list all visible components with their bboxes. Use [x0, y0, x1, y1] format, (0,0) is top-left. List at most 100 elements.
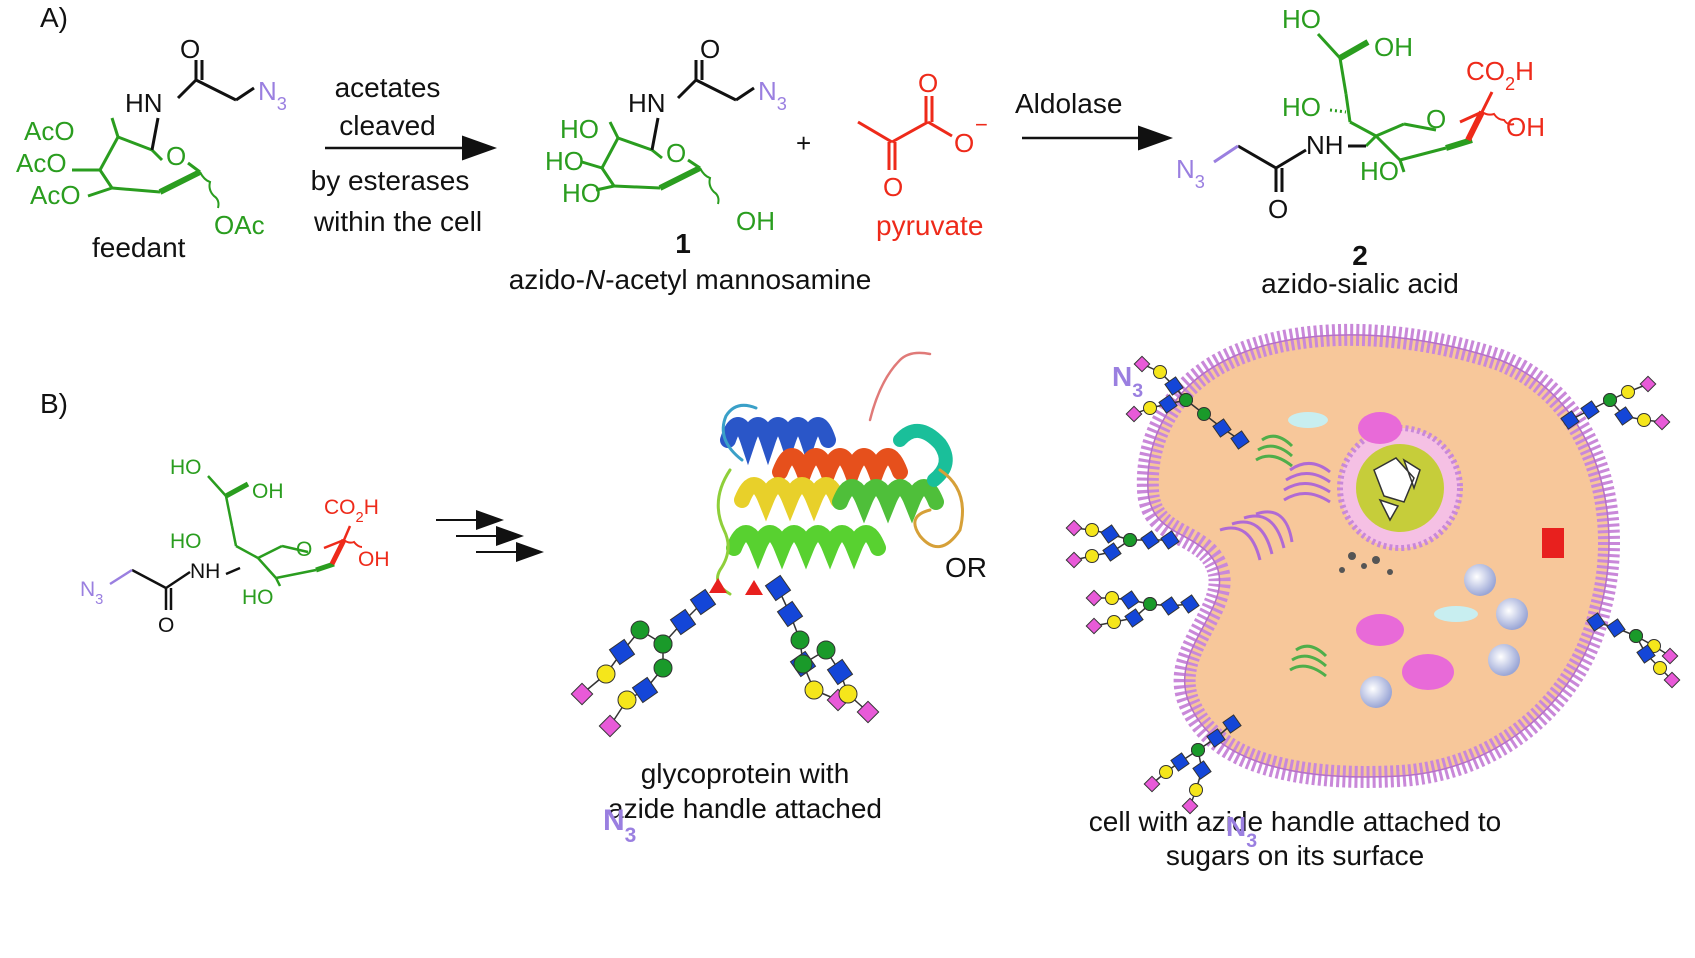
compound1-name-suffix: -acetyl mannosamine: [605, 264, 872, 295]
feedant-carbonyl-o: O: [180, 34, 200, 64]
compound1-hn: HN: [628, 88, 666, 118]
sia-glycan-unit: [1639, 375, 1657, 393]
glcnac-glycan-unit: [826, 658, 854, 686]
glcnac-glycan-unit: [1614, 406, 1634, 426]
compound1-structure: [581, 121, 720, 205]
glcnac-glycan-unit: [776, 600, 804, 628]
glcnac-glycan-unit: [1636, 644, 1656, 664]
glcnac-glycan-unit: [764, 574, 792, 602]
sia-glycan-unit: [598, 714, 622, 738]
sia-glycan-unit: [1133, 355, 1151, 373]
sia-glycan-unit: [1181, 797, 1199, 815]
cell-illustration: [1136, 323, 1620, 788]
protein-glycans: [570, 574, 880, 738]
glcnac-glycan-unit: [608, 638, 636, 666]
sialic-b-nh: NH: [190, 560, 220, 583]
arrow1-label-1: acetates: [334, 72, 441, 103]
feedant-azide: N3: [258, 76, 287, 114]
glcnac-glycan-unit: [1230, 430, 1250, 450]
glcnac-glycan-unit: [1206, 728, 1226, 748]
fucose-glycan-unit: [745, 580, 763, 595]
feedant-aco-3: AcO: [30, 180, 81, 210]
man-glycan-unit: [790, 630, 810, 650]
man-glycan-unit: [653, 634, 673, 654]
man-glycan-unit: [793, 654, 813, 674]
gal-glycan-unit: [1653, 661, 1667, 675]
plus-sign: +: [796, 128, 812, 158]
compound1-azide: N3: [758, 76, 787, 114]
glycoprotein-caption-2: azide handle attached: [608, 793, 882, 824]
sialic-b-oh-top: OH: [252, 480, 284, 503]
feedant-caption: feedant: [92, 232, 186, 263]
compound1-ho-2: HO: [545, 146, 584, 176]
gal-glycan-unit: [1621, 385, 1635, 399]
glcnac-glycan-unit: [1158, 394, 1178, 414]
glcnac-glycan-unit: [1140, 530, 1160, 550]
sialic-b-structure: [109, 475, 363, 610]
compound1-name-italic: N: [584, 264, 606, 295]
man-glycan-unit: [1603, 393, 1617, 407]
arrow1-label-2: cleaved: [339, 110, 436, 141]
sia-glycan-unit: [570, 682, 594, 706]
glcnac-glycan-unit: [1160, 596, 1180, 616]
compound2-carbonyl-o: O: [1268, 194, 1288, 224]
multistep-arrows: [436, 510, 544, 562]
compound1-ring-o: O: [666, 138, 686, 168]
compound2-oh: OH: [1506, 112, 1545, 142]
panel-label-b: B): [40, 388, 68, 419]
compound2-azide: N3: [1176, 154, 1205, 192]
man-glycan-unit: [1191, 743, 1205, 757]
glcnac-glycan-unit: [1120, 590, 1140, 610]
compound1-ho-3: HO: [562, 178, 601, 208]
gal-glycan-unit: [1153, 365, 1167, 379]
sialic-b-azide: N3: [80, 578, 103, 608]
or-label: OR: [945, 552, 987, 583]
compound1-oh: OH: [736, 206, 775, 236]
pyruvate-o-bottom: O: [883, 172, 903, 202]
sia-glycan-unit: [1125, 405, 1143, 423]
compound1-name-prefix: azido-: [508, 264, 585, 295]
gal-glycan-unit: [1143, 401, 1157, 415]
sialic-b-ho-mid: HO: [170, 530, 202, 553]
feedant-hn: HN: [125, 88, 163, 118]
pyruvate-structure: [857, 96, 953, 170]
sialic-b-carbonyl-o: O: [158, 614, 174, 637]
man-glycan-unit: [1143, 597, 1157, 611]
man-glycan-unit: [1123, 533, 1137, 547]
pyruvate-caption: pyruvate: [876, 210, 984, 241]
feedant-aco-2: AcO: [16, 148, 67, 178]
glcnac-glycan-unit: [1164, 376, 1184, 396]
man-glycan-unit: [1629, 629, 1643, 643]
sia-glycan-unit: [1085, 617, 1103, 635]
cell-azide-bottom: N3: [1226, 811, 1257, 852]
feedant-ring-o: O: [166, 141, 186, 171]
glcnac-glycan-unit: [1560, 410, 1580, 430]
man-glycan-unit: [630, 620, 650, 640]
feedant-oac: OAc: [214, 210, 265, 240]
compound1-number: 1: [675, 228, 691, 259]
fucose-glycan-unit: [709, 578, 727, 593]
cell-glycans: [1065, 355, 1681, 815]
compound2-ho-top: HO: [1282, 4, 1321, 34]
glcnac-glycan-unit: [1222, 714, 1242, 734]
gal-glycan-unit: [1189, 783, 1203, 797]
glcnac-glycan-unit: [1212, 418, 1232, 438]
glcnac-glycan-unit: [631, 676, 659, 704]
arrow1-label-4: within the cell: [313, 206, 483, 237]
glcnac-glycan-unit: [1586, 612, 1606, 632]
man-glycan-unit: [1197, 407, 1211, 421]
sia-glycan-unit: [1065, 551, 1083, 569]
panel-label-a: A): [40, 2, 68, 33]
compound2-ho-mid: HO: [1282, 92, 1321, 122]
compound2-nh: NH: [1306, 130, 1344, 160]
gal-glycan-unit: [1085, 523, 1099, 537]
gal-glycan-unit: [804, 680, 824, 700]
man-glycan-unit: [1179, 393, 1193, 407]
sialic-b-oh: OH: [358, 548, 390, 571]
gal-glycan-unit: [1085, 549, 1099, 563]
glcnac-glycan-unit: [1180, 594, 1200, 614]
feedant-aco-1: AcO: [24, 116, 75, 146]
sia-glycan-unit: [1065, 519, 1083, 537]
gal-glycan-unit: [596, 664, 616, 684]
